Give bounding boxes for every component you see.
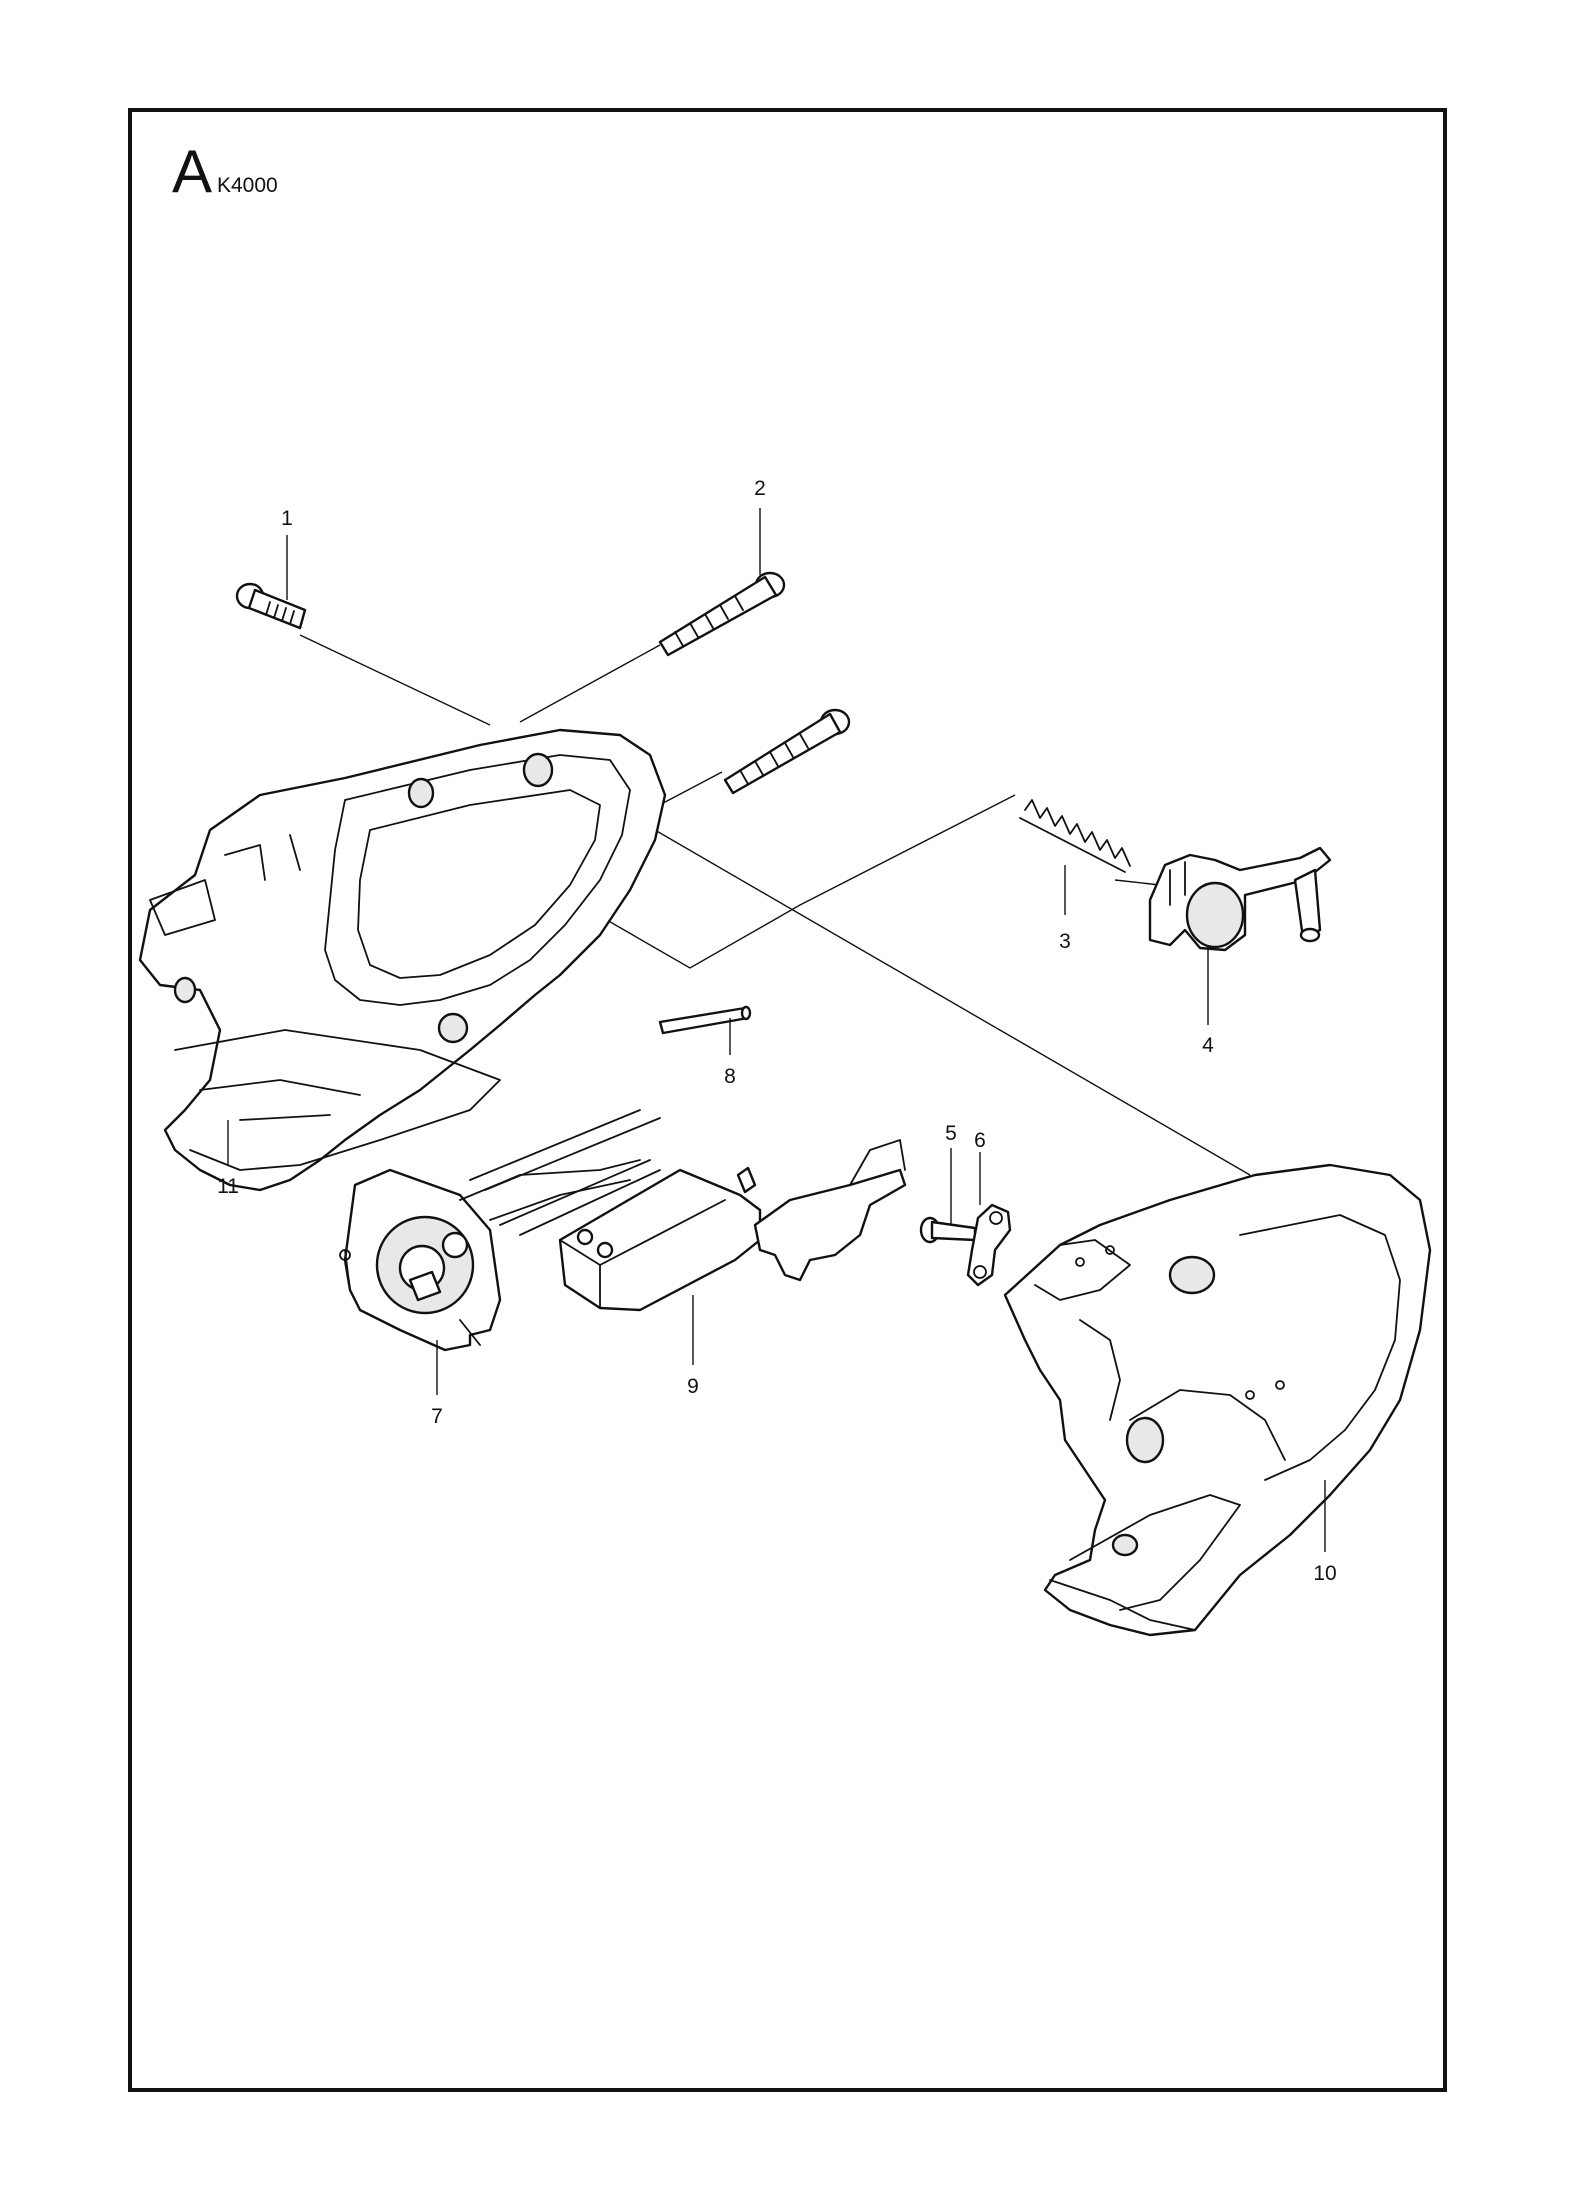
callout-6: 6 [974, 1129, 986, 1152]
callout-7: 7 [431, 1405, 443, 1428]
part-6-lever [966, 1203, 1012, 1287]
callout-2: 2 [754, 477, 766, 500]
assembly-line-throttle [1114, 879, 1161, 886]
section-letter: A [172, 138, 213, 205]
callout-3: 3 [1059, 930, 1071, 953]
part-9-ignition-module [558, 1139, 907, 1312]
callout-8: 8 [724, 1065, 736, 1088]
part-11-handle-half [138, 728, 667, 1192]
part-8-rod [658, 1005, 752, 1035]
part-10-handle-half [1003, 1163, 1432, 1637]
callout-4: 4 [1202, 1034, 1214, 1057]
part-1-screw [235, 582, 307, 630]
callout-labels: 1 2 3 4 5 6 7 8 9 10 11 [217, 477, 1337, 1585]
model-code: K4000 [217, 174, 278, 197]
callout-leaders [227, 508, 1326, 1552]
assembly-line-screw-2 [519, 644, 661, 723]
callout-10: 10 [1313, 1562, 1336, 1585]
part-2-screw [658, 571, 786, 657]
part-4-throttle-trigger [1148, 846, 1332, 952]
part-5-bolt [919, 1216, 977, 1244]
assembly-line-housing [559, 774, 1251, 1176]
assembly-line-screw-1 [299, 634, 491, 726]
callout-11: 11 [217, 1175, 239, 1198]
callout-9: 9 [687, 1375, 699, 1398]
diagram-frame [128, 108, 1447, 2092]
callout-1: 1 [281, 507, 293, 530]
callout-5: 5 [945, 1122, 957, 1145]
part-3-spring [1019, 799, 1131, 873]
part-7-starter-housing [339, 1109, 661, 1352]
part-screw-center [723, 708, 851, 795]
